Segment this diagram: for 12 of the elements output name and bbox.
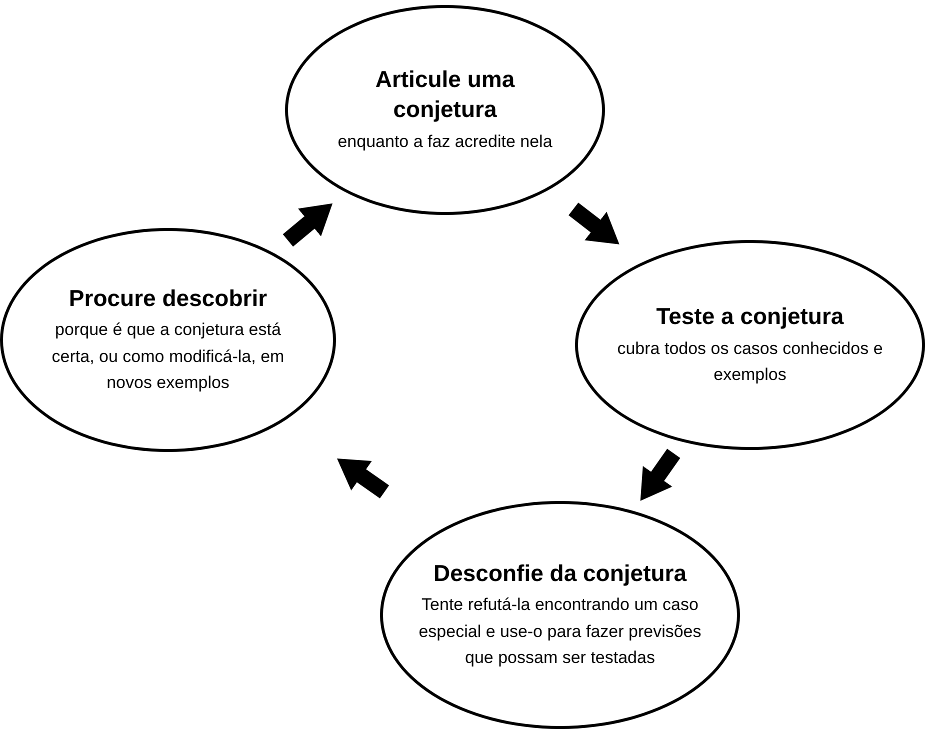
node-text: cubra todos os casos conhecidos e exemplos <box>616 338 884 386</box>
node-text: Tente refutá-la encontrando um caso especial e use-o para fazer previsões que possam ser testadas <box>418 594 702 670</box>
node-heading: Procure descobrir <box>68 284 268 313</box>
node-heading: Articule uma conjetura <box>374 64 516 124</box>
node-text: porque é que a conjetura está certa, ou como modificá-la, em novos exemplos <box>50 319 286 394</box>
block-arrow <box>337 458 390 498</box>
node-text: enquanto a faz acredite nela <box>338 130 552 153</box>
block-arrow <box>640 448 680 501</box>
node-heading: Desconfie da conjetura <box>433 558 687 588</box>
block-arrow <box>282 203 333 247</box>
block-arrow <box>568 202 620 244</box>
node-heading: Teste a conjetura <box>656 302 844 331</box>
